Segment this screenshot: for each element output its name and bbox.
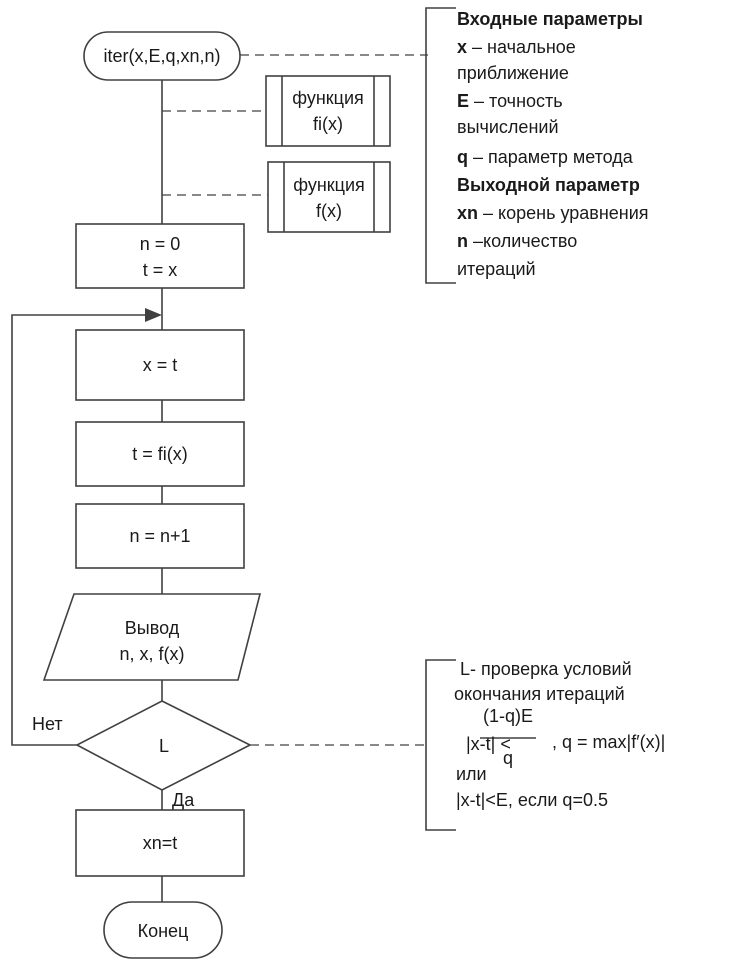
condition-q-def: , q = max|f′(x)|: [552, 732, 665, 752]
params-q-line: q – параметр метода: [457, 147, 634, 167]
params-output-header: Выходной параметр: [457, 175, 640, 195]
condition-line2: окончания итераций: [454, 684, 625, 704]
condition-numerator: (1-q)E: [483, 706, 533, 726]
params-note: Входные параметры x – начальное приближе…: [457, 9, 649, 279]
subprocess-fi-box: [265, 75, 391, 147]
output-line2: n, x, f(x): [119, 644, 184, 664]
condition-note: L- проверка условий окончания итераций (…: [454, 659, 665, 810]
assign-t-label: t = fi(x): [132, 444, 188, 464]
params-n-line: n –количество: [457, 231, 577, 251]
init-process: [75, 223, 245, 289]
init-line1: n = 0: [140, 234, 181, 254]
subprocess-f-line1: функция: [293, 175, 365, 195]
subprocess-fi-line1: функция: [292, 88, 364, 108]
decision-diamond: [75, 700, 252, 791]
init-line2: t = x: [143, 260, 178, 280]
params-xn-line: xn – корень уравнения: [457, 203, 649, 223]
decision-no-label: Нет: [32, 714, 63, 734]
condition-or: или: [456, 764, 487, 784]
subprocess-f-line2: f(x): [316, 201, 342, 221]
assign-x-label: x = t: [143, 355, 178, 375]
assign-t-process: [75, 421, 245, 487]
params-n-line2: итераций: [457, 259, 536, 279]
subprocess-fi-line2: fi(x): [313, 114, 343, 134]
params-note-bracket: [425, 7, 456, 284]
end-label: Конец: [138, 921, 189, 941]
start-terminator: [83, 31, 241, 81]
params-e-line: E – точность: [457, 91, 563, 111]
increment-process: [75, 503, 245, 569]
params-e-line2: вычислений: [457, 117, 559, 137]
condition-note-bracket: [425, 659, 456, 831]
condition-denominator: q: [503, 748, 513, 768]
increment-label: n = n+1: [129, 526, 190, 546]
result-process: [75, 809, 245, 877]
subprocess-f-box: [267, 161, 391, 233]
result-label: xn=t: [143, 833, 178, 853]
decision-label: L: [159, 736, 169, 756]
loop-back-line: [11, 314, 150, 746]
end-terminator: [103, 901, 223, 959]
params-x-line2: приближение: [457, 63, 569, 83]
output-line1: Вывод: [125, 618, 180, 638]
decision-yes-label: Да: [172, 790, 195, 810]
start-label: iter(x,E,q,xn,n): [103, 46, 220, 66]
output-parallelogram: [42, 593, 262, 681]
condition-abs-lhs: |x-t| <: [466, 734, 511, 754]
params-input-header: Входные параметры: [457, 9, 643, 29]
condition-line1: L- проверка условий: [460, 659, 632, 679]
assign-x-process: [75, 329, 245, 401]
condition-line-last: |x-t|<E, если q=0.5: [456, 790, 608, 810]
params-x-line: x – начальное: [457, 37, 576, 57]
loop-arrowhead: [145, 308, 162, 322]
